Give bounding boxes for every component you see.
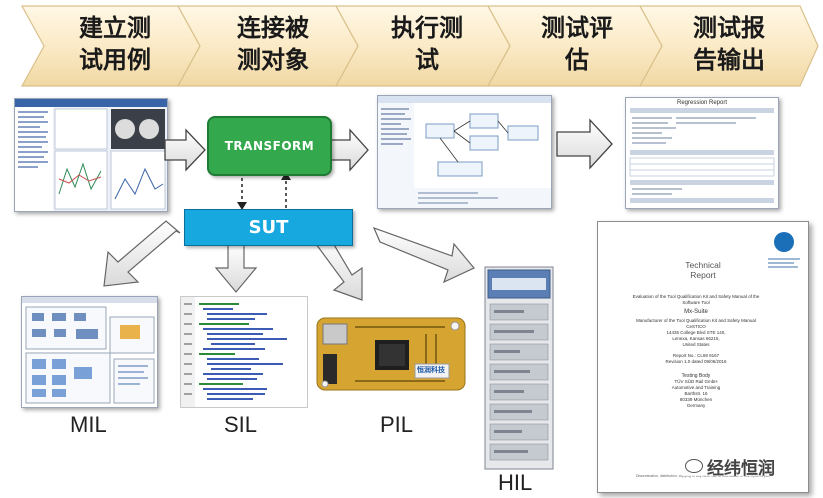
watermark: 经纬恒润 bbox=[682, 456, 778, 479]
step-5-label: 测试报告输出 bbox=[693, 14, 765, 74]
transform-label: TRANSFORM bbox=[224, 139, 315, 153]
report-title-line1: Technical bbox=[685, 260, 721, 270]
arrow-sut-to-sil bbox=[214, 243, 258, 293]
step-2-label: 连接被测对象 bbox=[237, 14, 309, 74]
pil-board-image: 恒润科技 bbox=[315, 314, 468, 394]
arrow-transform-to-execution bbox=[329, 128, 369, 172]
hil-label: HIL bbox=[498, 470, 533, 495]
board-logo: 恒润科技 bbox=[417, 366, 445, 374]
mil-model-screenshot bbox=[21, 296, 158, 408]
hil-cabinet-image bbox=[484, 266, 554, 470]
sil-code-screenshot bbox=[180, 296, 308, 408]
report-line3: Manufacturer of the Tool Qualification K… bbox=[636, 318, 756, 323]
step-4-label: 测试评估 bbox=[541, 14, 613, 74]
report-addr1: CeSTICO bbox=[686, 324, 706, 329]
regression-report-title: Regression Report bbox=[676, 100, 728, 106]
transform-node: TRANSFORM bbox=[207, 116, 332, 176]
wechat-icon bbox=[685, 459, 703, 473]
report-number: Report No.: CL69 9167 bbox=[672, 353, 720, 358]
report-addr2: 14435 College Blvd STE 140, bbox=[666, 330, 726, 335]
test-execution-screenshot bbox=[377, 95, 552, 209]
sil-label: SIL bbox=[224, 412, 258, 437]
testing-body-line1: TÜV SÜD Rail GmbH bbox=[674, 379, 718, 384]
report-product: Mx-Suite bbox=[684, 309, 708, 315]
testing-body-title: Testing Body bbox=[681, 373, 711, 379]
watermark-text: 经纬恒润 bbox=[707, 458, 775, 479]
chevron-step-5 bbox=[638, 5, 819, 87]
mil-label: MIL bbox=[70, 412, 107, 437]
arrow-execution-to-report bbox=[556, 118, 613, 170]
report-revision: Revision 1.0 dated 09/06/2016 bbox=[665, 359, 727, 364]
testing-body-line4: 80339 München bbox=[679, 397, 713, 402]
step-3-label: 执行测试 bbox=[391, 14, 463, 74]
process-bar: 建立测试用例 连接被测对象 执行测试 测试评估 测试报告输出 bbox=[0, 0, 823, 92]
step-1-label: 建立测试用例 bbox=[79, 14, 151, 74]
report-footer: Dissemination, distribution, copying or … bbox=[635, 474, 771, 478]
regression-report-screenshot: Regression Report bbox=[625, 97, 779, 209]
sut-node: SUT bbox=[184, 209, 353, 246]
testing-body-line3: Barthstr. 16 bbox=[684, 391, 708, 396]
technical-report-document: Technical Report Evaluation of the Tool … bbox=[597, 221, 809, 493]
report-line2: Software Tool bbox=[682, 300, 710, 305]
report-title-line2: Report bbox=[690, 270, 716, 280]
pil-label: PIL bbox=[380, 412, 414, 437]
arrow-sut-to-pil bbox=[315, 237, 363, 301]
report-line1: Evaluation of the Tool Qualification Kit… bbox=[632, 294, 760, 299]
report-addr3: Lenexa, Kansas 66215, bbox=[672, 336, 720, 341]
arrow-sut-to-hil bbox=[372, 226, 475, 284]
tuv-logo-icon bbox=[774, 232, 794, 252]
testing-body-line2: Automotive and Training bbox=[671, 385, 721, 390]
arrow-editor-to-transform bbox=[164, 128, 206, 172]
testing-body-line5: Germany bbox=[686, 403, 706, 408]
report-addr4: United States bbox=[682, 342, 710, 347]
sut-label: SUT bbox=[248, 217, 289, 238]
arrow-sut-to-mil bbox=[103, 220, 181, 287]
